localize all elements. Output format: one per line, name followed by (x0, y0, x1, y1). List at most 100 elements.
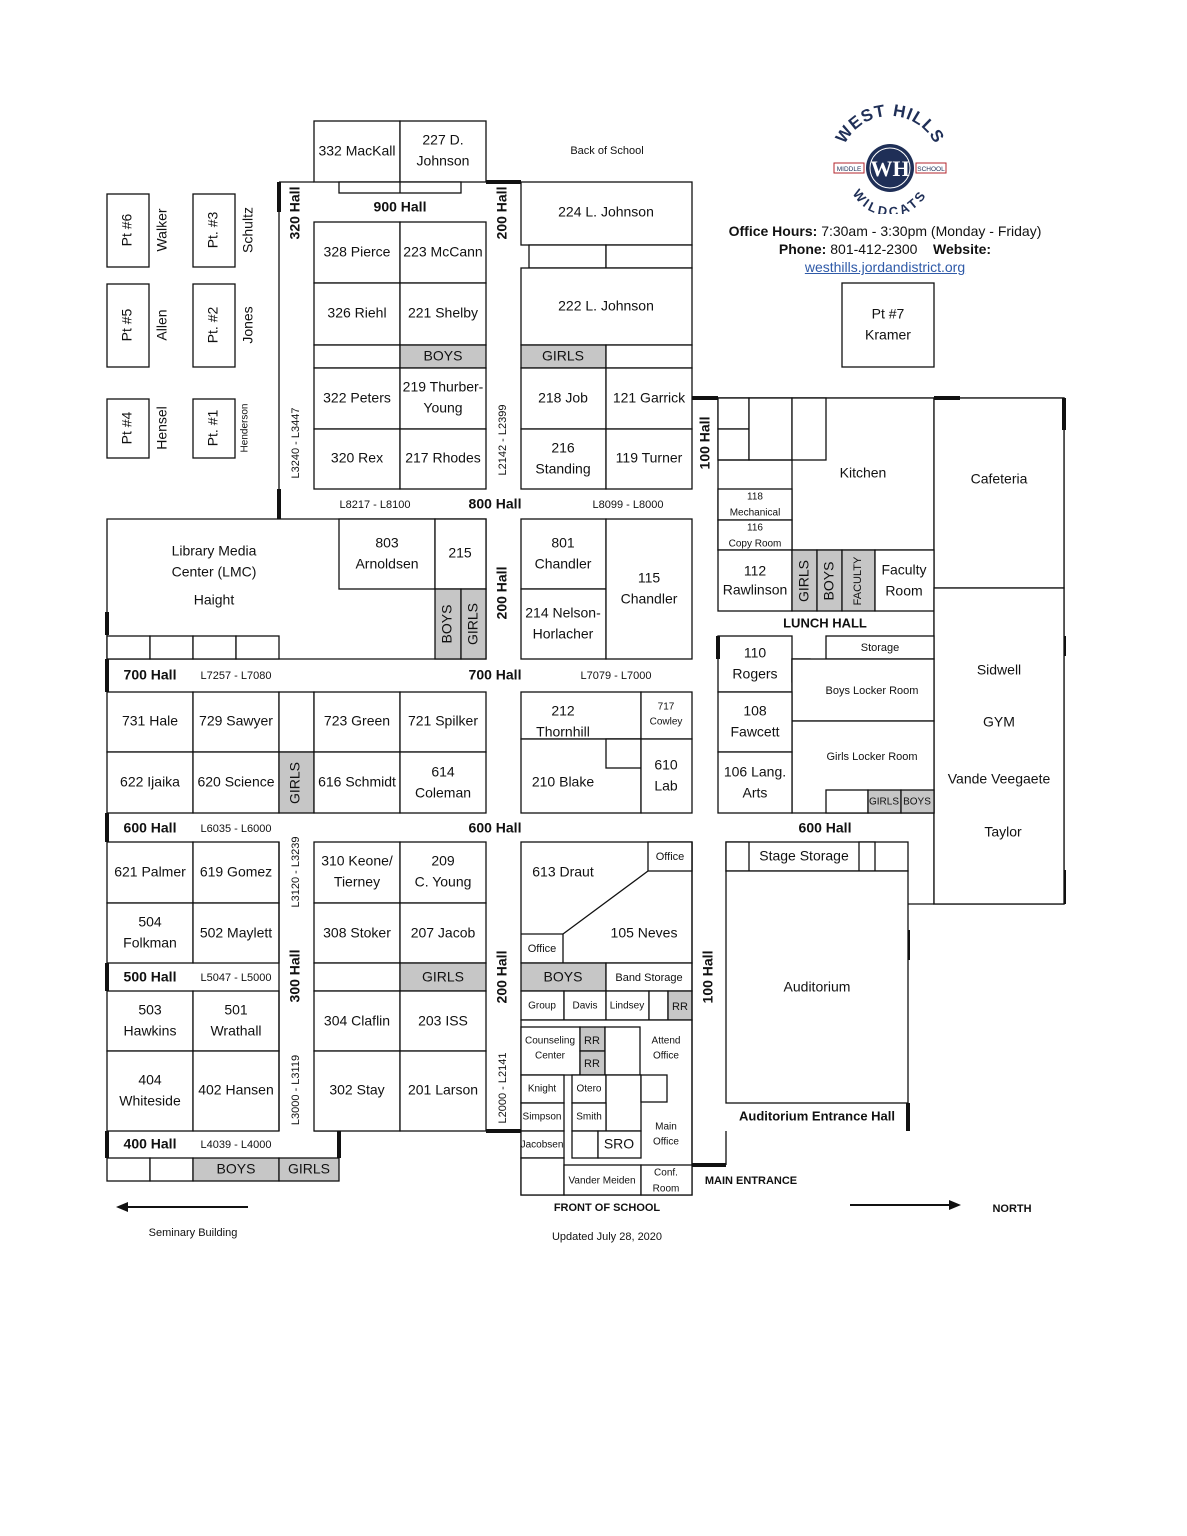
room-201[interactable] (399, 1050, 487, 1132)
room-223[interactable] (399, 221, 487, 284)
room-723[interactable] (313, 691, 401, 753)
boys-locker-room[interactable] (791, 658, 935, 722)
room-503[interactable] (106, 990, 194, 1052)
room-207[interactable] (399, 902, 487, 964)
room-610[interactable] (640, 738, 693, 814)
room-115[interactable] (605, 518, 693, 660)
room-203[interactable] (399, 990, 487, 1052)
office-sro[interactable] (597, 1130, 642, 1159)
phone-value[interactable]: 801-412-2300 (830, 241, 918, 257)
room-502[interactable] (192, 902, 280, 964)
gym[interactable] (933, 587, 1065, 905)
logo-right-text: SCHOOL (917, 166, 945, 173)
restroom-faculty[interactable] (841, 549, 876, 612)
restroom-boys-lunch[interactable] (816, 549, 843, 612)
range-r7: L4039 - L4000 (201, 1139, 272, 1151)
room-717[interactable] (640, 691, 693, 740)
room-717-label-1: 717 (658, 702, 675, 713)
restroom-rr-counsel-1[interactable] (579, 1026, 606, 1052)
office-jacobsen[interactable] (520, 1130, 565, 1159)
room-216[interactable] (520, 428, 607, 490)
stage-storage[interactable] (725, 841, 909, 872)
room-214-label-1: 214 Nelson- (525, 605, 601, 621)
portable-3-label: Pt. #3 (205, 212, 221, 249)
office-simpson[interactable] (520, 1102, 565, 1132)
conference-room[interactable] (640, 1164, 693, 1196)
room-112[interactable] (717, 549, 793, 612)
restroom-girls-300[interactable] (399, 962, 487, 992)
logo-top-text: WEST HILLS (832, 104, 947, 147)
room-304[interactable] (313, 990, 401, 1052)
room-116[interactable] (717, 519, 793, 551)
restroom-girls-lunch[interactable] (791, 549, 818, 612)
restroom-boys-lmc[interactable] (434, 588, 462, 660)
room-404[interactable] (106, 1050, 194, 1132)
room-322[interactable] (313, 367, 401, 430)
room-227[interactable] (399, 120, 487, 183)
room-118[interactable] (717, 488, 793, 521)
room-308[interactable] (313, 902, 401, 964)
office-otero[interactable] (571, 1074, 607, 1104)
room-118-label-2: Mechanical (730, 508, 781, 519)
room-119[interactable] (605, 428, 693, 490)
auditorium[interactable] (725, 870, 909, 1104)
restroom-rr-counsel-2[interactable] (579, 1050, 606, 1076)
room-504[interactable] (106, 902, 194, 964)
room-803[interactable] (338, 518, 436, 590)
room-216-label-2: Standing (535, 461, 590, 477)
room-320[interactable] (313, 428, 401, 490)
room-222[interactable] (520, 267, 693, 346)
portable-2[interactable] (192, 283, 236, 368)
room-614[interactable] (399, 751, 487, 814)
restroom-boys-200[interactable] (520, 962, 607, 992)
portable-5[interactable] (106, 283, 150, 368)
restroom-boys-lunch-label: BOYS (821, 562, 837, 601)
hall-700-center: 700 Hall (469, 667, 522, 683)
room-310[interactable] (313, 841, 401, 904)
room-209[interactable] (399, 841, 487, 904)
portable-4[interactable] (106, 398, 150, 459)
portable-7[interactable] (841, 282, 935, 368)
room-328[interactable] (313, 221, 401, 284)
main-office-label-1: Main (655, 1122, 677, 1133)
faculty-room[interactable] (874, 549, 935, 612)
room-801[interactable] (520, 518, 607, 590)
cafeteria[interactable] (933, 397, 1065, 589)
website-link[interactable]: westhills.jordandistrict.org (804, 259, 966, 275)
room-721[interactable] (399, 691, 487, 753)
portable-1[interactable] (192, 398, 236, 459)
wing-700-600: 700 Hall L7257 - L7080 700 Hall L7079 - … (105, 659, 851, 842)
counseling-center[interactable] (520, 1026, 581, 1076)
room-212[interactable] (520, 691, 642, 740)
restroom-girls-400[interactable] (278, 1157, 340, 1182)
room-402[interactable] (192, 1050, 280, 1132)
restroom-girls-600[interactable] (278, 751, 315, 814)
room-224[interactable] (520, 181, 693, 246)
room-106[interactable] (717, 751, 793, 814)
restroom-rr-counsel-1-label: RR (584, 1035, 600, 1047)
room-106-label-2: Arts (743, 785, 768, 801)
main-office-block: Office 613 Draut 105 Neves Office BOYS B… (520, 841, 797, 1214)
room-221[interactable] (399, 282, 487, 346)
restroom-boys-gym[interactable] (900, 789, 935, 814)
room-731[interactable] (106, 691, 194, 753)
room-501[interactable] (192, 990, 280, 1052)
band-storage[interactable] (605, 962, 693, 992)
range-r1: L8217 - L8100 (340, 499, 411, 511)
room-302[interactable] (313, 1050, 401, 1132)
office-knight[interactable] (520, 1074, 565, 1104)
utility-north-left (313, 344, 401, 369)
main-office-label-2: Office (653, 1137, 679, 1148)
lmc-label-1: Library Media (172, 543, 257, 559)
restroom-girls-lmc[interactable] (460, 588, 487, 660)
range-r5: L6035 - L6000 (201, 823, 272, 835)
room-219[interactable] (399, 367, 487, 430)
room-108[interactable] (717, 691, 793, 753)
portable-6[interactable] (106, 193, 150, 268)
room-214[interactable] (520, 588, 607, 660)
restroom-rr-office[interactable] (667, 990, 693, 1021)
room-729[interactable] (192, 691, 280, 753)
office-group[interactable] (520, 990, 565, 1021)
portable-3[interactable] (192, 193, 236, 268)
room-217[interactable] (399, 428, 487, 490)
